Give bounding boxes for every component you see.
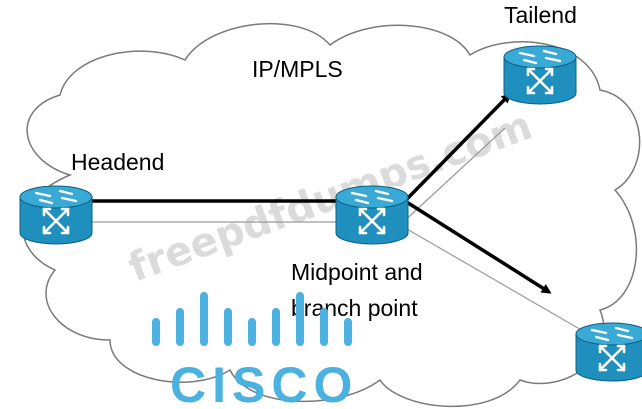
cloud-label: IP/MPLS [252, 56, 343, 82]
router-headend-icon [19, 185, 93, 245]
router-branch-icon [575, 322, 642, 382]
link-midpoint-branch [404, 199, 552, 294]
link-midpoint-branch-secondary [399, 224, 591, 336]
headend-label: Headend [71, 149, 164, 175]
router-tailend-icon [503, 45, 577, 105]
midpoint-label-line2: branch point [291, 295, 418, 321]
cisco-bars-icon [152, 292, 352, 346]
midpoint-label-line1: Midpoint and [291, 259, 423, 285]
cisco-logo: CISCO [152, 292, 358, 409]
link-midpoint-tailend [403, 92, 512, 203]
tailend-label: Tailend [504, 2, 577, 28]
cisco-wordmark: CISCO [170, 357, 358, 409]
router-midpoint-icon [335, 185, 409, 245]
